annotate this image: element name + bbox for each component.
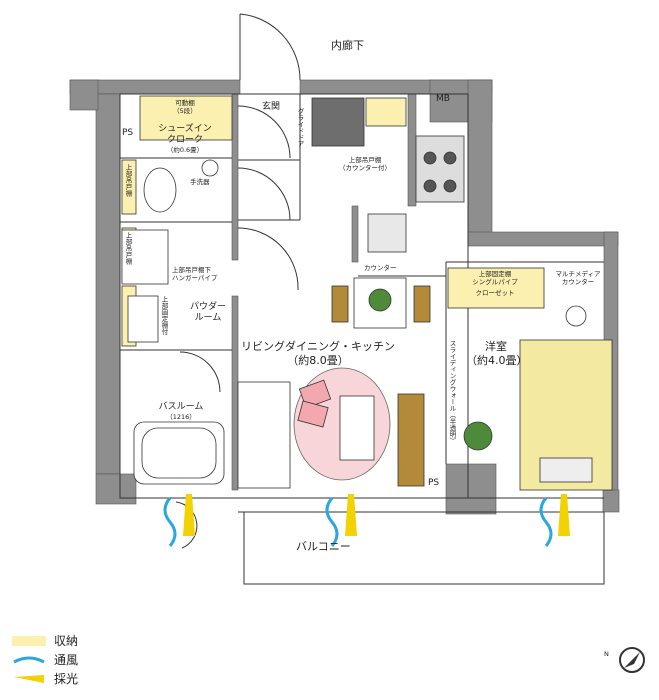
- low-table: [339, 395, 375, 461]
- legend-ventilation-label: 通風: [54, 653, 79, 667]
- label-glide-door: グライドドア: [296, 108, 304, 147]
- desk-chair: [565, 305, 587, 327]
- label-corridor: 内廊下: [331, 39, 364, 52]
- bedroom-plant: [463, 421, 493, 451]
- ventilation-wave: [539, 497, 553, 547]
- label-hanger: 上部吊戸棚下ハンガーパイプ: [172, 266, 218, 282]
- legend-storage-label: 収納: [54, 634, 79, 648]
- legend-daylight-label: 採光: [54, 672, 79, 686]
- storage-swatch-icon: [12, 635, 46, 646]
- daylight-wedge-icon: [14, 674, 44, 683]
- label-shoes-in-closet: シューズインクローク（約0.6畳）: [158, 124, 212, 154]
- bedroom-furniture: [463, 305, 613, 491]
- counter-upper-cabinet: [365, 97, 407, 127]
- legend-storage: 収納: [12, 632, 78, 649]
- shoes-in-closet-shelf: [139, 95, 233, 141]
- label-multimedia: マルチメディアカウンター: [555, 270, 601, 286]
- cushion: [298, 379, 332, 409]
- label-sliding-wall: スライディングウォール（半透明）: [448, 340, 456, 444]
- chair: [413, 285, 431, 323]
- sofa: [237, 381, 291, 489]
- washbasin-cabinet: [121, 229, 169, 285]
- burner: [443, 179, 457, 193]
- bathtub-inner: [141, 427, 217, 479]
- daylight-wedge: [558, 494, 570, 536]
- label-hand-wash: 手洗器: [190, 178, 210, 186]
- cushion: [297, 400, 329, 428]
- kitchen: [311, 97, 465, 329]
- doors: [175, 13, 301, 549]
- label-mb: MB: [436, 94, 450, 104]
- burner: [423, 151, 437, 165]
- walls: [69, 79, 620, 515]
- ventilation-wave: [325, 497, 339, 547]
- label-counter: カウンター: [364, 264, 397, 272]
- label-balcony: バルコニー: [296, 540, 351, 553]
- label-entrance: 玄関: [262, 102, 281, 112]
- burner: [423, 179, 437, 193]
- bathroom-fixtures: [121, 159, 225, 485]
- north-arrow: [619, 647, 645, 673]
- label-closet-shelf: 上部固定棚シングルパイプクローゼット: [472, 270, 518, 297]
- stove: [415, 135, 465, 203]
- daylight-wedge: [345, 494, 357, 536]
- label-upper-fixed-shelf-left: 上部固定棚付: [160, 296, 168, 335]
- ventilation-wave: [163, 497, 177, 547]
- burner: [443, 151, 457, 165]
- label-powder-room: パウダールーム: [189, 302, 226, 323]
- sink: [367, 213, 407, 253]
- label-upper-cabinet-left1: 上部吊戸棚: [124, 164, 132, 197]
- label-bathroom: バスルーム（1216）: [158, 402, 204, 421]
- living-furniture: [237, 367, 425, 489]
- label-ps-bottom: PS: [428, 478, 440, 488]
- ventilation-wave-icon: [13, 656, 45, 663]
- label-western-room: 洋室（約4.0畳）: [466, 340, 528, 367]
- daylight-wedge: [183, 494, 195, 536]
- hand-wash-basin: [201, 159, 219, 177]
- washing-machine: [127, 295, 159, 343]
- closet-upper-shelf: [447, 267, 545, 309]
- fridge: [311, 97, 365, 147]
- label-movable-shelf: 可動棚（5段）: [173, 99, 197, 115]
- left-upper-cabinet-1: [121, 159, 137, 215]
- tv-board: [397, 393, 425, 487]
- plant: [368, 288, 392, 312]
- pillow: [539, 457, 593, 483]
- label-ps-top: PS: [122, 128, 134, 138]
- label-upper-cabinet-left2: 上部吊戸棚: [124, 232, 132, 265]
- chair: [331, 285, 349, 323]
- legend-daylight: 採光: [12, 670, 78, 687]
- label-ldk: リビングダイニング・キッチン（約8.0畳）: [241, 340, 395, 367]
- toilet: [143, 167, 177, 213]
- compass-label: N: [604, 650, 609, 658]
- ventilation-daylight-indicators: [163, 494, 570, 547]
- legend-ventilation: 通風: [12, 651, 78, 668]
- label-upper-cabinet-counter: 上部吊戸棚（カウンター付）: [339, 156, 391, 172]
